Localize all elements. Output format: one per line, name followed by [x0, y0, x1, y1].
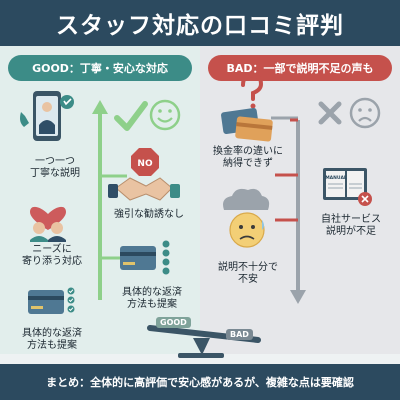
- bad-label-insufficient-line2: 不安: [238, 274, 258, 285]
- good-label-empathy-line1: ニーズに: [32, 244, 72, 255]
- bad-label-insufficient-line1: 説明不十分で: [218, 262, 278, 273]
- check-mark-icon: [114, 101, 148, 131]
- good-label-repay-left-line2: 方法も提案: [27, 340, 77, 351]
- bad-label-rate: 換金率の違いに 納得できず: [206, 146, 290, 170]
- page-title: スタッフ対応の口コミ評判: [0, 0, 400, 46]
- bad-arrow: [271, 116, 306, 304]
- sad-face-icon: [349, 97, 381, 129]
- worried-face-icon: [223, 188, 270, 248]
- handshake-icon: [108, 177, 180, 201]
- manual-text: MANUAL: [325, 175, 347, 181]
- no-sign-icon: [131, 148, 159, 176]
- bad-label-rate-line2: 納得できず: [223, 158, 273, 169]
- summary-bar: まとめ：全体的に高評価で安心感があるが、複雑な点は要確認: [0, 364, 400, 400]
- good-label-empathy-line2: 寄り添う対応: [22, 256, 82, 267]
- good-label-repay-right: 具体的な返済 方法も提案: [110, 287, 194, 311]
- bad-label-service: 自社サービス 説明が不足: [308, 214, 394, 238]
- good-label-explain: 一つ一つ 丁寧な説明: [20, 156, 90, 180]
- good-arrow: [92, 100, 127, 300]
- good-label-explain-line1: 一つ一つ: [35, 156, 75, 167]
- question-cards-icon: [221, 72, 273, 142]
- good-label-repay-right-line2: 方法も提案: [127, 299, 177, 310]
- good-label-explain-line2: 丁寧な説明: [30, 168, 80, 179]
- card-coins-right-icon: [120, 240, 170, 275]
- x-mark-icon: [318, 101, 342, 125]
- scale-bad-label: BAD: [226, 329, 253, 340]
- bad-label-rate-line1: 換金率の違いに: [213, 146, 283, 157]
- bad-label-service-line2: 説明が不足: [326, 226, 376, 237]
- bad-header: BAD：一部で説明不足の声も: [208, 55, 392, 81]
- heart-empathy-icon: [30, 206, 66, 242]
- good-label-repay-left: 具体的な返済 方法も提案: [14, 328, 90, 352]
- bad-label-service-line1: 自社サービス: [321, 214, 381, 225]
- scale-good-label: GOOD: [156, 317, 191, 328]
- good-header: GOOD：丁寧・安心な対応: [8, 55, 192, 81]
- good-label-empathy: ニーズに 寄り添う対応: [14, 244, 90, 268]
- bad-label-insufficient: 説明不十分で 不安: [210, 262, 286, 286]
- good-label-repay-right-line1: 具体的な返済: [122, 287, 182, 298]
- phone-staff-icon: [20, 91, 74, 141]
- smile-face-icon: [149, 99, 181, 131]
- good-label-no-push: 強引な勧誘なし: [114, 209, 184, 220]
- good-label-repay-left-line1: 具体的な返済: [22, 328, 82, 339]
- card-coins-icon: [28, 287, 75, 314]
- no-sign-text: NO: [137, 159, 153, 169]
- manual-book-icon: [323, 168, 372, 206]
